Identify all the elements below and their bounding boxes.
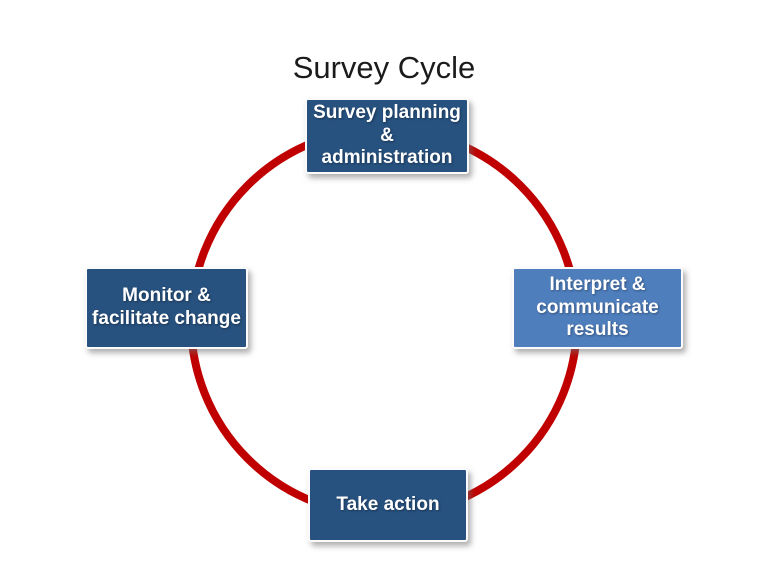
cycle-node-interpret-communicate: Interpret & communicate results — [512, 267, 683, 349]
cycle-node-survey-planning: Survey planning & administration — [305, 98, 469, 174]
node-label-line: results — [566, 319, 629, 341]
node-label-line: Take action — [336, 493, 440, 515]
node-label-line: administration — [321, 147, 453, 169]
page-title: Survey Cycle — [292, 50, 476, 85]
node-label-line: Monitor & — [122, 285, 211, 307]
node-label-line: facilitate change — [92, 308, 241, 329]
node-label-line: Survey planning & — [313, 101, 461, 146]
cycle-node-monitor-facilitate: Monitor & facilitate change — [85, 267, 248, 349]
node-label-line: Interpret & — [549, 273, 646, 295]
node-label-line: communicate — [536, 296, 659, 318]
cycle-node-take-action: Take action — [308, 468, 468, 542]
